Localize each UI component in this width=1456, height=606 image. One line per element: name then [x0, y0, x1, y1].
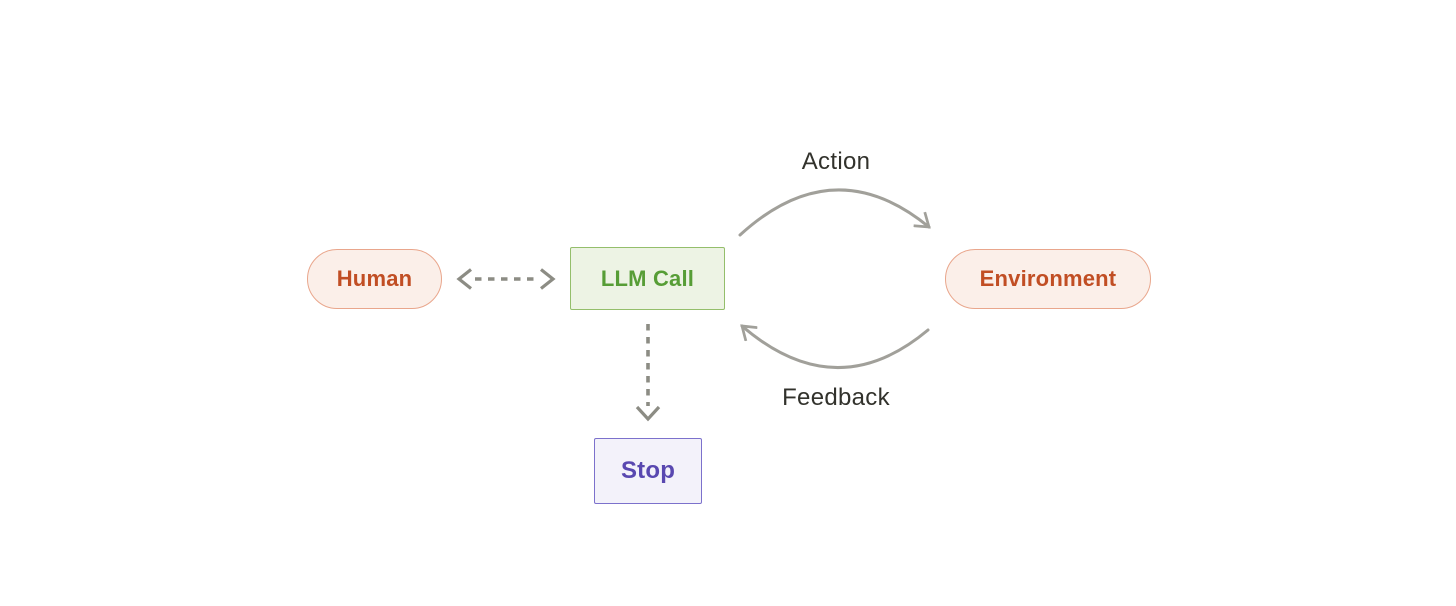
- feedback-arc-arrow: [742, 326, 930, 369]
- human-node-label: Human: [336, 266, 413, 291]
- action-arc-arrow: [738, 188, 929, 237]
- llm-call-node: LLM Call: [570, 247, 725, 310]
- llm-stop-dashed-arrow: [635, 324, 661, 422]
- right-chevron-arrowhead-icon: [540, 268, 556, 290]
- human-llm-dashed-arrow: [456, 268, 556, 290]
- left-chevron-arrowhead-icon: [456, 268, 472, 290]
- down-chevron-arrowhead-icon: [635, 405, 661, 422]
- environment-node-label: Environment: [979, 266, 1117, 291]
- stop-node-label: Stop: [620, 457, 676, 484]
- stop-node: Stop: [594, 438, 702, 504]
- environment-node: Environment: [945, 249, 1151, 309]
- human-node: Human: [307, 249, 442, 309]
- action-edge-label: Action: [801, 148, 871, 175]
- feedback-edge-label: Feedback: [782, 384, 890, 411]
- llm-call-node-label: LLM Call: [600, 265, 695, 291]
